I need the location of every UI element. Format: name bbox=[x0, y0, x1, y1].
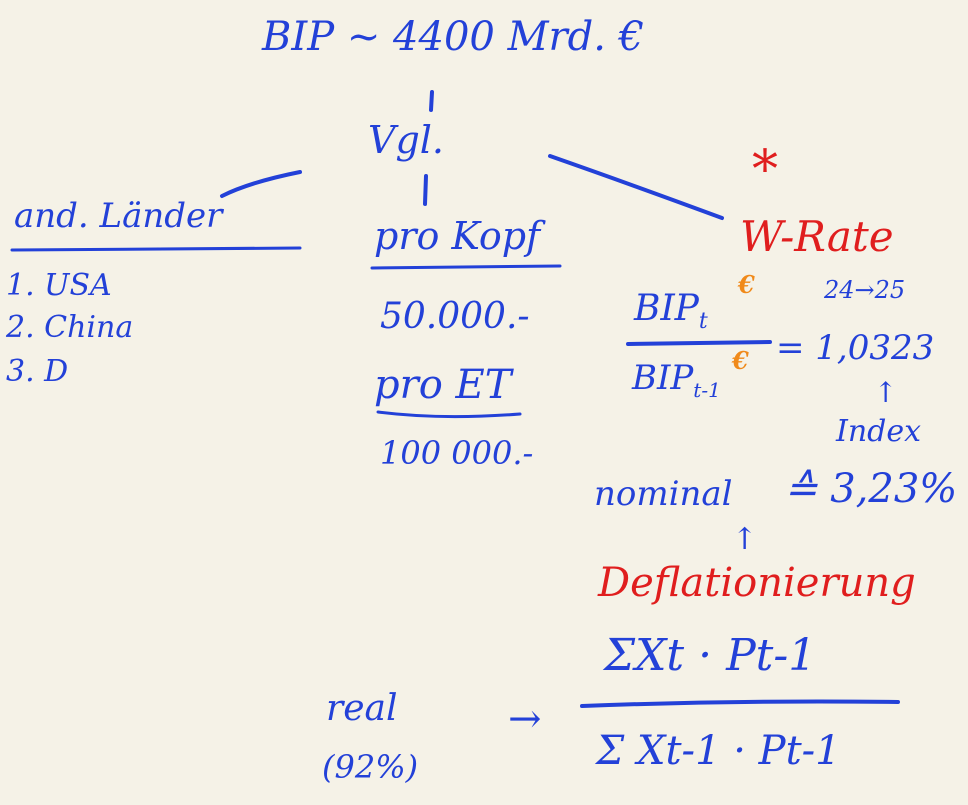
bip-numerator-sub: t bbox=[698, 309, 708, 335]
bip-numerator-text: BIP bbox=[634, 288, 699, 329]
bip-denominator: BIPt-1 bbox=[632, 358, 721, 402]
underline-pro-et bbox=[376, 410, 522, 419]
euro-mark-top: € bbox=[738, 270, 755, 299]
pro-et-label: pro ET bbox=[374, 362, 512, 408]
list-item-d: 3. D bbox=[6, 354, 69, 389]
real-denominator: Σ Xt-1 · Pt-1 bbox=[596, 728, 841, 774]
pro-kopf-label: pro Kopf bbox=[374, 214, 541, 258]
index-label: Index bbox=[836, 414, 922, 449]
pro-et-value: 100 000.- bbox=[380, 434, 534, 472]
connector-right bbox=[548, 154, 724, 220]
connector-left bbox=[220, 170, 302, 198]
headline: BIP ~ 4400 Mrd. € bbox=[262, 14, 645, 60]
deflationierung-label: Deflationierung bbox=[598, 560, 916, 606]
real-percent: (92%) bbox=[322, 748, 419, 786]
underline-and-laender bbox=[10, 246, 302, 252]
real-arrow: → bbox=[508, 696, 542, 742]
bip-numerator: BIPt bbox=[634, 288, 708, 334]
bip-denominator-text: BIP bbox=[632, 358, 694, 398]
index-up-arrow: ↑ bbox=[874, 376, 898, 409]
nominal-label: nominal bbox=[594, 474, 733, 514]
w-rate-heading: W-Rate bbox=[740, 212, 894, 261]
index-value: = 1,0323 bbox=[776, 328, 935, 368]
underline-pro-kopf bbox=[370, 264, 562, 270]
connector-middle-vertical bbox=[423, 174, 428, 206]
pro-kopf-value: 50.000.- bbox=[380, 296, 530, 337]
list-item-usa: 1. USA bbox=[6, 268, 112, 303]
fraction-bar-bip bbox=[626, 340, 772, 346]
euro-mark-bottom: € bbox=[732, 346, 749, 375]
real-numerator: ΣXt · Pt-1 bbox=[604, 630, 817, 681]
fraction-bar-real bbox=[580, 699, 900, 708]
bip-denominator-sub: t-1 bbox=[693, 377, 721, 402]
list-item-china: 2. China bbox=[6, 310, 134, 345]
nominal-value: ≙ 3,23% bbox=[784, 466, 958, 512]
years-label: 24→25 bbox=[824, 276, 906, 304]
and-laender-heading: and. Länder bbox=[14, 196, 223, 236]
connector-top-vertical bbox=[429, 90, 434, 112]
vgl-label: Vgl. bbox=[368, 118, 444, 162]
deflation-arrow: ↑ bbox=[732, 522, 758, 557]
real-label: real bbox=[326, 688, 398, 729]
asterisk-mark: * bbox=[752, 140, 778, 200]
